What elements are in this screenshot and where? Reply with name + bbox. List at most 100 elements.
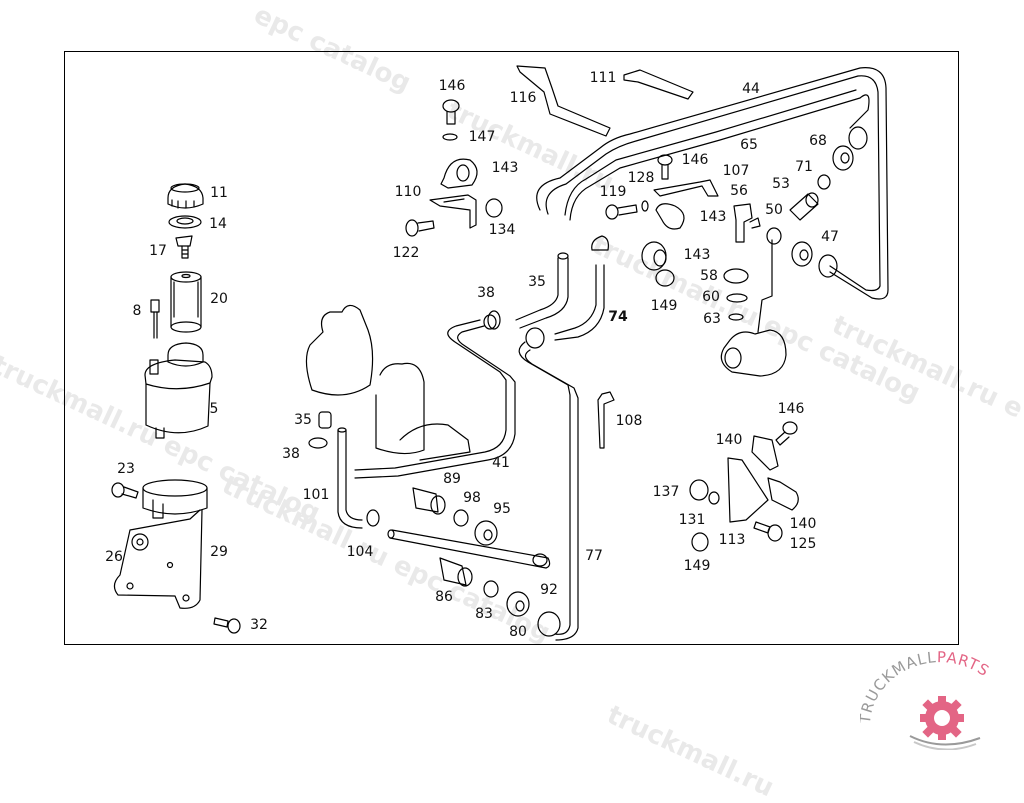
reservoir-cap-icon — [168, 184, 203, 208]
gear-icon — [909, 696, 981, 750]
reservoir-icon — [145, 343, 212, 438]
part-callout[interactable]: 113 — [718, 532, 746, 548]
part-callout[interactable]: 143 — [683, 247, 711, 263]
part-callout[interactable]: 58 — [700, 268, 718, 284]
part-callout[interactable]: 134 — [488, 222, 516, 238]
part-callout[interactable]: 146 — [777, 401, 805, 417]
return-pipe-icon — [355, 315, 515, 478]
angle-bracket-icon — [598, 392, 614, 448]
nut-icon — [475, 521, 497, 545]
part-callout[interactable]: 68 — [809, 133, 827, 149]
part-callout[interactable]: 53 — [772, 176, 790, 192]
part-callout[interactable]: 122 — [392, 245, 420, 261]
washer-icon — [642, 201, 648, 211]
part-callout[interactable]: 149 — [683, 558, 711, 574]
pressure-pipe-icon — [537, 68, 888, 299]
part-callout[interactable]: 38 — [477, 285, 495, 301]
part-callout[interactable]: 110 — [394, 184, 422, 200]
part-callout[interactable]: 149 — [650, 298, 678, 314]
angle-bracket-icon — [430, 195, 476, 228]
nut-icon — [833, 146, 853, 170]
part-callout[interactable]: 23 — [117, 461, 135, 477]
pipe-icon — [388, 530, 550, 568]
screw-icon — [658, 155, 672, 179]
parts-drawing — [0, 0, 1024, 750]
part-callout[interactable]: 14 — [209, 216, 227, 232]
nut-icon — [792, 242, 812, 266]
part-callout[interactable]: 80 — [509, 624, 527, 640]
suction-pipe-icon — [338, 428, 362, 528]
part-callout[interactable]: 77 — [585, 548, 603, 564]
part-callout[interactable]: 89 — [443, 471, 461, 487]
union-fitting-icon — [790, 193, 818, 220]
part-callout[interactable]: 44 — [742, 81, 760, 97]
part-callout[interactable]: 26 — [105, 549, 123, 565]
part-callout[interactable]: 92 — [540, 582, 558, 598]
part-callout[interactable]: 146 — [681, 152, 709, 168]
bolt-icon — [214, 618, 240, 633]
washer-icon — [443, 134, 457, 140]
nut-icon — [538, 612, 560, 636]
part-callout[interactable]: 47 — [821, 229, 839, 245]
part-callout[interactable]: 35 — [294, 412, 312, 428]
part-callout[interactable]: 8 — [132, 303, 142, 319]
part-callout[interactable]: 104 — [346, 544, 374, 560]
part-callout[interactable]: 140 — [789, 516, 817, 532]
part-callout[interactable]: 119 — [599, 184, 627, 200]
part-callout[interactable]: 60 — [702, 289, 720, 305]
part-callout[interactable]: 95 — [493, 501, 511, 517]
part-callout[interactable]: 41 — [492, 455, 510, 471]
nut-icon — [690, 480, 708, 500]
part-callout[interactable]: 111 — [589, 70, 617, 86]
hose-clip-icon — [768, 478, 798, 510]
part-callout[interactable]: 131 — [678, 512, 706, 528]
part-callout[interactable]: 38 — [282, 446, 300, 462]
part-callout[interactable]: 146 — [438, 78, 466, 94]
part-callout[interactable]: 11 — [210, 185, 228, 201]
part-callout[interactable]: 108 — [615, 413, 643, 429]
part-callout[interactable]: 137 — [652, 484, 680, 500]
part-callout[interactable]: 83 — [475, 606, 493, 622]
bolt-icon — [754, 522, 782, 541]
part-callout[interactable]: 143 — [699, 209, 727, 225]
part-callout[interactable]: 35 — [528, 274, 546, 290]
hose-clamp-icon — [309, 438, 327, 448]
olive-ring-icon — [767, 228, 781, 244]
hose-clip-icon — [752, 436, 778, 470]
part-callout[interactable]: 101 — [302, 487, 330, 503]
part-callout[interactable]: 107 — [722, 163, 750, 179]
part-callout[interactable]: 29 — [210, 544, 228, 560]
part-callout[interactable]: 5 — [209, 401, 219, 417]
part-callout[interactable]: 32 — [250, 617, 268, 633]
seal-ring-icon — [169, 216, 201, 228]
part-callout[interactable]: 65 — [740, 137, 758, 153]
strap-bracket-icon — [517, 66, 610, 136]
part-callout[interactable]: 140 — [715, 432, 743, 448]
hose-icon — [526, 236, 608, 348]
part-callout[interactable]: 86 — [435, 589, 453, 605]
nut-icon — [656, 270, 674, 286]
part-callout[interactable]: 50 — [765, 202, 783, 218]
part-callout[interactable]: 20 — [210, 291, 228, 307]
truckmall-parts-logo: TRUCKMALLPARTS — [860, 648, 992, 750]
part-callout[interactable]: 56 — [730, 183, 748, 199]
screw-icon — [776, 422, 797, 445]
union-fitting-icon — [440, 558, 472, 586]
part-callout[interactable]: 128 — [627, 170, 655, 186]
valve-icon — [176, 236, 192, 258]
part-callout[interactable]: 17 — [149, 243, 167, 259]
part-callout[interactable]: 147 — [468, 129, 496, 145]
nut-icon — [819, 255, 837, 277]
spacer-icon — [724, 269, 748, 283]
bolt-icon — [112, 483, 138, 498]
part-callout[interactable]: 71 — [795, 159, 813, 175]
part-callout[interactable]: 98 — [463, 490, 481, 506]
part-callout[interactable]: 63 — [703, 311, 721, 327]
part-callout[interactable]: 143 — [491, 160, 519, 176]
part-callout[interactable]: 125 — [789, 536, 817, 552]
part-callout[interactable]: 116 — [509, 90, 537, 106]
washer-icon — [729, 314, 743, 320]
bolt-icon — [606, 205, 637, 219]
strap-bracket-icon — [624, 70, 693, 99]
part-callout[interactable]: 74 — [608, 309, 628, 325]
